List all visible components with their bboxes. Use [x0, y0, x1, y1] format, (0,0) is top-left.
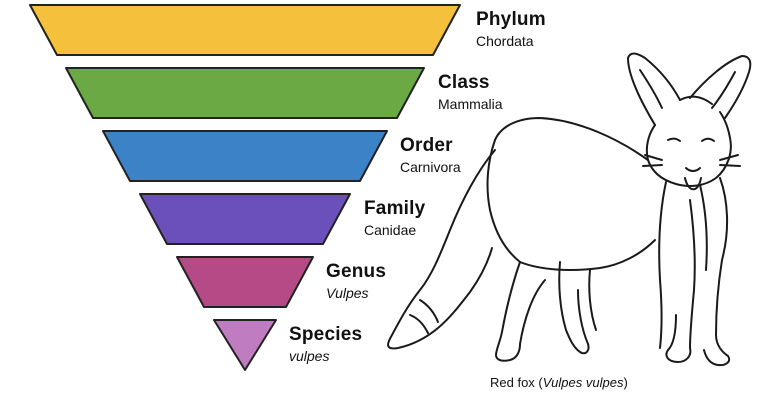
caption-prefix: Red fox ( [490, 375, 543, 390]
pyramid-tier-family [139, 193, 351, 245]
rank-name: Species [289, 324, 363, 345]
rank-name: Class [438, 72, 490, 93]
red-fox-icon [387, 52, 752, 367]
rank-taxon: vulpes [289, 348, 330, 364]
rank-name: Phylum [476, 9, 546, 30]
rank-name: Order [400, 135, 453, 156]
rank-name: Genus [326, 261, 387, 282]
caption-scientific-name: Vulpes vulpes [542, 375, 624, 390]
pyramid-tier-order [102, 130, 388, 182]
pyramid-tier-genus [176, 256, 314, 308]
figure-caption: Red fox (Vulpes vulpes) [490, 375, 628, 390]
rank-taxon: Carnivora [400, 159, 461, 175]
pyramid-tier-class [65, 67, 425, 119]
rank-taxon: Canidae [364, 222, 417, 238]
pyramid-tier-species [213, 319, 277, 371]
rank-taxon: Vulpes [326, 285, 369, 301]
rank-taxon: Mammalia [438, 96, 503, 112]
rank-taxon: Chordata [476, 33, 534, 49]
rank-name: Family [364, 198, 426, 219]
pyramid-tier-phylum [29, 4, 461, 56]
rank-label-species: Species vulpes [289, 325, 362, 363]
caption-suffix: ) [623, 375, 628, 390]
